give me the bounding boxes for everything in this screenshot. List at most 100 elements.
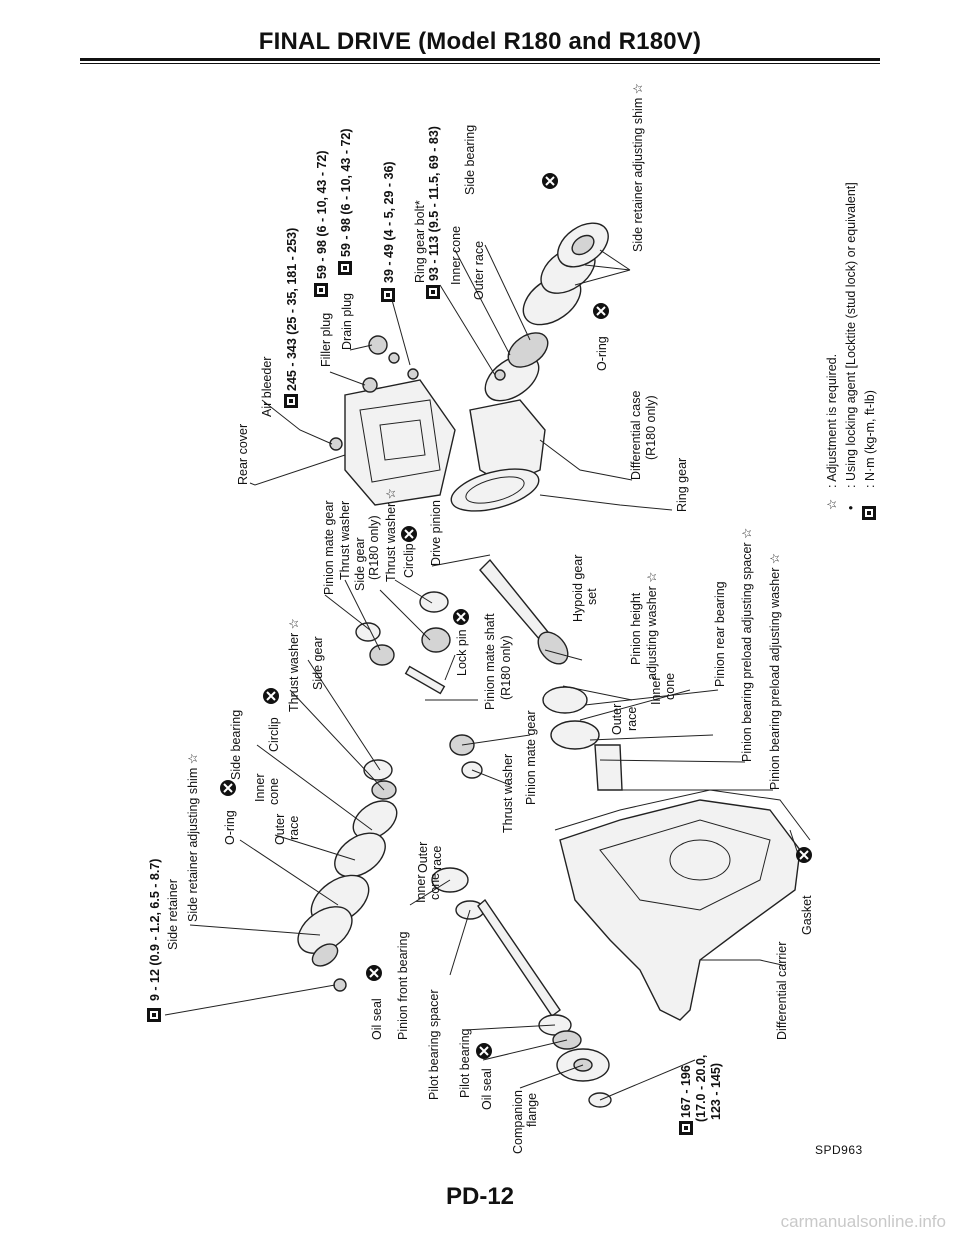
label-pilot-spacer: Pilot bearing spacer bbox=[427, 990, 441, 1100]
o-ring-x-icon bbox=[592, 302, 610, 320]
label-nut-torque-2: (17.0 - 20.0, bbox=[694, 1055, 708, 1122]
label-companion-flange: Companion bbox=[511, 1090, 525, 1154]
label-side-gear-r180-note: (R180 only) bbox=[367, 515, 381, 580]
torque-icon bbox=[381, 288, 395, 302]
differential-carrier-shape bbox=[559, 799, 801, 1021]
side-gear-r180-shape bbox=[421, 627, 451, 653]
thrust-washer-a-shape bbox=[355, 622, 381, 642]
label-pinion-front-bearing: Pinion front bearing bbox=[396, 932, 410, 1040]
label-o-ring-r: O-ring bbox=[595, 336, 609, 371]
gasket-x-icon bbox=[795, 846, 813, 864]
differential-case-shape bbox=[469, 399, 546, 486]
label-nut-torque-1: 167 - 196 bbox=[679, 1065, 693, 1118]
label-preload-spacer: Pinion bearing preload adjusting spacer … bbox=[740, 528, 754, 762]
label-outer-race-f-2: race bbox=[430, 846, 444, 870]
label-pinion-mate-shaft: Pinion mate shaft bbox=[483, 613, 497, 710]
label-lock-pin: Lock pin bbox=[455, 629, 469, 676]
circlip-x-icon bbox=[400, 525, 418, 543]
label-side-retainer-torque: 9 - 12 (0.9 - 1.2, 6.5 - 8.7) bbox=[148, 859, 162, 1001]
label-outer-race-l-2: race bbox=[287, 816, 301, 840]
label-pinion-height-shim-2: adjusting washer ☆ bbox=[645, 572, 659, 680]
torque-icon bbox=[284, 394, 298, 408]
label-inner-cone-l-2: cone bbox=[267, 778, 281, 805]
rear-cover-shape bbox=[344, 379, 456, 506]
figure-code: SPD963 bbox=[815, 1143, 863, 1157]
label-side-gear-r180: Side gear bbox=[353, 537, 367, 591]
side-gear-l-shape bbox=[363, 759, 393, 781]
label-diff-case: Differential case bbox=[629, 391, 643, 480]
ring-gear-shape bbox=[450, 468, 540, 512]
labels-group: Air bleeder 245 - 343 (25 - 35, 181 - 25… bbox=[148, 83, 814, 1154]
torque-icon bbox=[679, 1121, 693, 1135]
page-title: FINAL DRIVE (Model R180 and R180V) bbox=[258, 28, 702, 55]
label-ring-gear-bolt: Ring gear bolt* bbox=[413, 200, 427, 283]
label-ring-gear-bolt-torque: 93 - 113 (9.5 - 11.5, 69 - 83) bbox=[427, 126, 441, 281]
drain-plug-shape bbox=[368, 335, 388, 355]
label-hypoid-set: set bbox=[585, 588, 599, 605]
label-side-retainer-shim-r: Side retainer adjusting shim ☆ bbox=[631, 83, 645, 252]
label-inner-cone-f: Inner bbox=[414, 875, 428, 904]
torque-icon bbox=[862, 506, 876, 520]
oil-seal-x-icon bbox=[365, 964, 383, 982]
label-companion-flange-2: flange bbox=[525, 1093, 539, 1127]
watermark: carmanualsonline.info bbox=[780, 1212, 946, 1231]
label-preload-washer: Pinion bearing preload adjusting washer … bbox=[768, 553, 782, 790]
filler-plug-shape bbox=[362, 377, 378, 393]
o-ring-x-icon bbox=[219, 779, 237, 797]
legend-unit: : N·m (kg-m, ft-lb) bbox=[863, 390, 877, 488]
title-rule bbox=[80, 58, 880, 61]
oil-seal-l-shape bbox=[311, 943, 339, 967]
label-rear-cover: Rear cover bbox=[236, 424, 250, 485]
label-nut-torque-3: 123 - 145) bbox=[709, 1063, 723, 1120]
label-thrust-washer-a: Thrust washer bbox=[338, 501, 352, 580]
page-number: PD-12 bbox=[445, 1183, 515, 1210]
label-thrust-washer-b: Thrust washer ☆ bbox=[384, 488, 398, 582]
label-side-bearing-l: Side bearing bbox=[229, 710, 243, 780]
circlip-x-icon bbox=[262, 687, 280, 705]
title-rule-thin bbox=[80, 63, 880, 64]
label-thrust-washer-d: Thrust washer bbox=[501, 754, 515, 833]
label-inner-cone-l: Inner bbox=[253, 774, 267, 803]
label-pinion-mate-shaft-note: (R180 only) bbox=[499, 635, 513, 700]
label-outer-race-l: Outer bbox=[273, 814, 287, 845]
torque-icon bbox=[338, 261, 352, 275]
label-filler-plug: Filler plug bbox=[319, 313, 333, 367]
preload-spacer-shape bbox=[594, 744, 623, 791]
label-circlip-a: Circlip bbox=[402, 543, 416, 578]
leader-lines bbox=[164, 244, 801, 1101]
label-pinion-mate-gear-b: Pinion mate gear bbox=[524, 710, 538, 805]
legend-locking: : Using locking agent [Locktite (stud lo… bbox=[844, 182, 858, 488]
pinion-rear-bearing-shape bbox=[542, 686, 588, 714]
label-inner-cone-p: Inner bbox=[649, 677, 663, 706]
label-pinion-rear-bearing: Pinion rear bearing bbox=[713, 581, 727, 687]
label-thrust-washer-c: Thrust washer ☆ bbox=[287, 618, 301, 712]
oil-seal-x-icon bbox=[475, 1042, 493, 1060]
label-outer-race-f: Outer bbox=[416, 842, 430, 873]
pinion-mate-shaft-shape bbox=[404, 665, 446, 695]
label-inner-cone-p-2: cone bbox=[663, 673, 677, 700]
label-outer-race-p-2: race bbox=[625, 707, 639, 731]
label-side-retainer-shim-l: Side retainer adjusting shim ☆ bbox=[186, 753, 200, 922]
label-diff-case-note: (R180 only) bbox=[644, 395, 658, 460]
label-gasket: Gasket bbox=[800, 895, 814, 935]
legend: ☆ : Adjustment is required. • : Using lo… bbox=[825, 182, 877, 510]
pilot-bearing-spacer-shape bbox=[477, 898, 561, 1018]
torque-icon bbox=[147, 1008, 161, 1022]
pinion-mate-gear-top-shape bbox=[369, 644, 395, 666]
label-side-retainer: Side retainer bbox=[166, 879, 180, 950]
label-drive-pinion: Drive pinion bbox=[429, 500, 443, 566]
label-cover-bolt-torque: 39 - 49 (4 - 5, 29 - 36) bbox=[382, 161, 396, 283]
legend-star: ☆ bbox=[825, 499, 839, 510]
side-bearing-outer-race-l bbox=[334, 832, 386, 878]
label-air-bleeder-torque: 245 - 343 (25 - 35, 181 - 253) bbox=[285, 228, 299, 391]
lock-pin-x-icon bbox=[452, 608, 470, 626]
label-side-bearing-r: Side bearing bbox=[463, 125, 477, 195]
legend-adjust: : Adjustment is required. bbox=[825, 354, 839, 488]
o-ring-x-icon bbox=[541, 172, 559, 190]
label-outer-race-r: Outer race bbox=[472, 241, 486, 300]
label-filler-torque: 59 - 98 (6 - 10, 43 - 72) bbox=[315, 150, 329, 279]
label-ring-gear: Ring gear bbox=[675, 458, 689, 512]
label-diff-carrier: Differential carrier bbox=[775, 942, 789, 1040]
circlip-a-shape bbox=[419, 591, 449, 613]
